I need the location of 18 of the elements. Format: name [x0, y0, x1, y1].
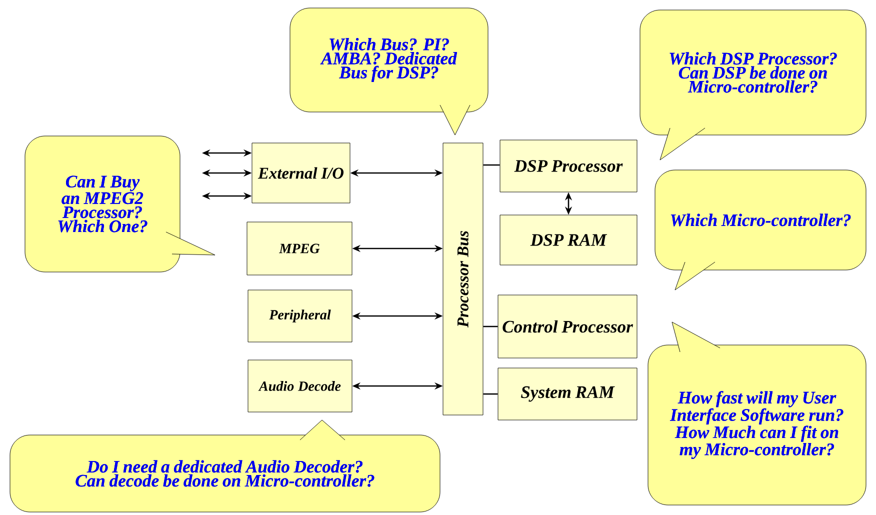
block-box: MPEG — [246, 222, 352, 276]
speech-bubble: Which DSP Processor? Can DSP be done on Micro-controller? — [640, 10, 866, 160]
block-box: System RAM — [498, 368, 638, 420]
block-box: Audio Decode — [248, 360, 352, 412]
connector — [483, 164, 500, 166]
connector — [483, 326, 498, 328]
block-box: Peripheral — [248, 290, 352, 342]
speech-bubble: Can I Buy an MPEG2 Processor? Which One? — [24, 136, 216, 272]
bus-bar: Processor Bus — [442, 142, 484, 416]
block-box: Control Processor — [498, 294, 638, 358]
speech-bubble: How fast will my User Interface Software run? How Much can I fit on my Micro-controller? — [648, 322, 866, 506]
block-box: DSP RAM — [500, 214, 638, 266]
speech-bubble: Do I need a dedicated Audio Decoder? Can decode be done on Micro-controller? — [10, 420, 440, 512]
connector — [483, 393, 498, 395]
speech-bubble: Which Micro-controller? — [654, 170, 866, 290]
speech-bubble: Which Bus? PI? AMBA? Dedicated Bus for DSP? — [290, 8, 488, 136]
block-box: DSP Processor — [500, 140, 638, 192]
block-box: External I/O — [252, 142, 350, 204]
